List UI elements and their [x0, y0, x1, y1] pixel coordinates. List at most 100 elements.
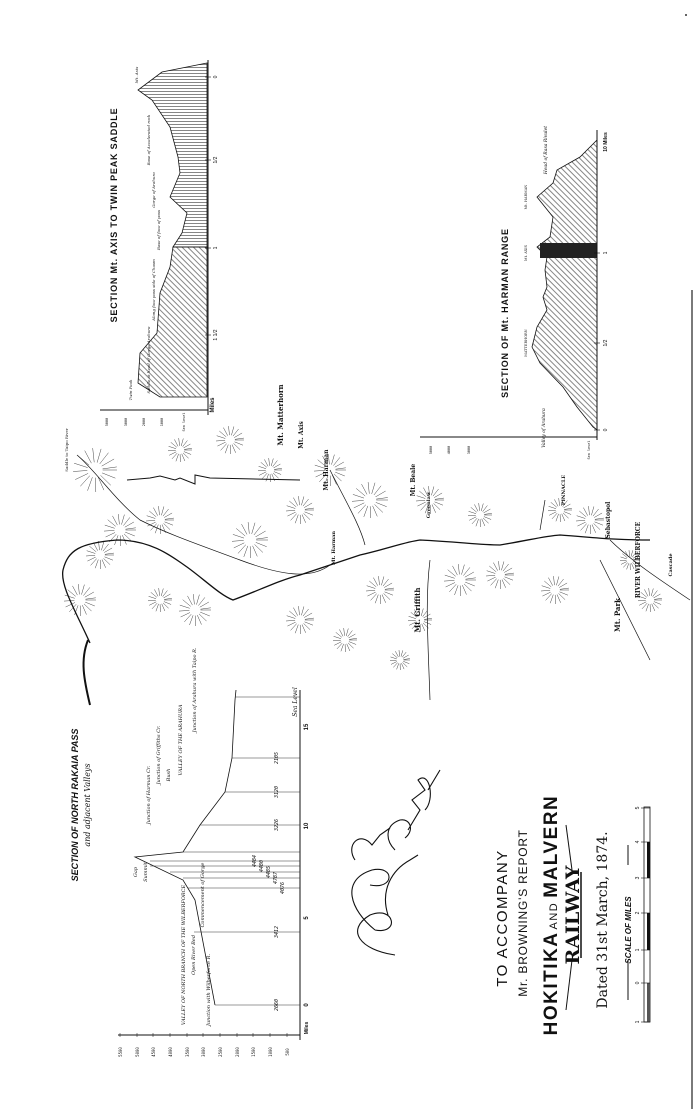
- railway-name-malvern: MALVERN: [541, 795, 562, 898]
- scale-of-miles-label: SCALE OF MILES: [624, 896, 633, 964]
- section-rakaia-title: SECTION OF NORTH RAKAIA PASS: [70, 729, 80, 882]
- hill-hachure: [167, 438, 192, 463]
- hill-hachure: [415, 486, 444, 515]
- height-tick-label: 3000: [201, 1047, 206, 1057]
- hill-hachure: [285, 606, 314, 635]
- height-tick-label: 3000: [467, 446, 471, 454]
- elevation-label: 3412: [274, 926, 280, 939]
- railway-name-and: AND: [548, 902, 560, 930]
- scale-tick-label: 0: [635, 981, 641, 984]
- section-harman-title: SECTION OF Mt. HARMAN RANGE: [500, 228, 510, 398]
- signature: [351, 769, 441, 956]
- river-taramakau: [61, 534, 651, 644]
- section-note: Head of Rasa Rivulet: [543, 126, 549, 175]
- height-tick-label: 3500: [185, 1047, 190, 1057]
- height-tick-label: 5000: [429, 446, 433, 454]
- hill-hachure: [73, 448, 117, 493]
- railway-name-hokitika: HOKITIKA: [541, 931, 562, 1035]
- mile-tick-label: 1/2: [603, 339, 609, 346]
- section-note: Saddle at head of Gorge Arahura: [146, 326, 151, 394]
- mile-tick-label: 1: [213, 246, 219, 249]
- title-line-railway: RAILWAY: [562, 865, 584, 964]
- height-tick-label: 2500: [218, 1047, 223, 1057]
- scale-tick-label: 1: [635, 1020, 641, 1023]
- height-tick-label: 500: [285, 1048, 290, 1056]
- map-place-label: Mt. Matterhorn: [276, 384, 285, 445]
- elevation-label: 2105: [274, 752, 280, 764]
- hill-hachure: [365, 576, 394, 605]
- hill-hachure: [178, 594, 211, 627]
- railway-dash-left: [565, 959, 573, 1011]
- section-twin-peak-title: SECTION Mt. AXIS TO TWIN PEAK SADDLE: [109, 108, 119, 323]
- hill-hachure: [389, 650, 410, 671]
- sea-level-label: Sea Level: [292, 687, 299, 717]
- height-tick-label: 1000: [268, 1047, 273, 1057]
- height-tick-label: 5500: [118, 1047, 123, 1057]
- map-place-label: Mt. Beale: [410, 464, 417, 497]
- hill-hachure: [231, 522, 268, 559]
- section-note: Junction of Harman Cr.: [146, 765, 152, 825]
- section-note: Mt. AXIS: [524, 244, 528, 261]
- scale-tick-label: 4: [635, 840, 641, 843]
- scale-bar: 1 0 1 2 3 4 5: [635, 806, 651, 1023]
- section-note: Base of Accelerated rock: [146, 114, 151, 166]
- railway-dash-right: [565, 824, 573, 871]
- section-note: Commencement of Gorge: [200, 863, 206, 928]
- section-note: VALLEY OF THE ARAHURA: [178, 704, 184, 775]
- map-place-label: Mt. Harman: [323, 449, 330, 491]
- map-place-label: Cascade: [668, 554, 674, 577]
- hill-hachure: [313, 454, 346, 487]
- hill-hachure: [547, 498, 572, 523]
- mile-tick-label: 1: [603, 251, 609, 254]
- height-tick-label: 4500: [151, 1047, 156, 1057]
- map-place-label: RIVER WILBERFORCE: [635, 521, 642, 598]
- miles-axis-label: Miles: [304, 1022, 310, 1035]
- speck: [685, 14, 687, 16]
- hill-hachure: [215, 426, 244, 455]
- hill-hachure: [257, 458, 282, 483]
- harman-profile: [531, 139, 598, 431]
- section-note: Gap: [133, 866, 139, 877]
- hill-hachure: [637, 588, 662, 613]
- title-block: TO ACCOMPANY Mr. BROWNING'S REPORT HOKIT…: [494, 795, 651, 1036]
- elevation-label: 4787: [273, 872, 279, 884]
- scale-tick-label: 2: [635, 911, 641, 914]
- section-note: Along face pass side of Chasm: [151, 259, 156, 322]
- mile-tick-label: 1 1/2: [213, 329, 219, 340]
- mile-tick-label: 0: [603, 428, 609, 431]
- scale-tick-label: 5: [635, 806, 641, 809]
- section-north-rakaia: SECTION OF NORTH RAKAIA PASS and adjacen…: [70, 647, 310, 1057]
- mile-tick-label: 1/2: [213, 156, 219, 163]
- mile-tick-label: 0: [213, 75, 219, 78]
- section-note: Bush: [166, 769, 172, 783]
- section-note: Junction of Griffiths Cr.: [156, 725, 162, 785]
- map-place-label: PINNACLE: [561, 475, 567, 506]
- section-note: Valley of Arahura: [541, 408, 547, 448]
- hill-hachure: [147, 588, 172, 613]
- height-tick-label: 4000: [447, 446, 451, 454]
- height-tick-label: 5000: [105, 418, 109, 426]
- map-place-label: Mt. Axis: [298, 421, 305, 449]
- elevation-label: 3120: [274, 786, 280, 799]
- mile-tick-label: 15: [304, 723, 310, 730]
- title-line-railway-name: HOKITIKAAND MALVERN: [541, 795, 562, 1036]
- map-place-label: Sebastopol: [605, 501, 612, 539]
- scale-tick-label: 3: [635, 876, 641, 879]
- height-tick-label: Sea level: [587, 441, 591, 460]
- elevation-label: 4485: [266, 866, 272, 878]
- miles-axis-label: Miles: [210, 397, 216, 413]
- elevation-label: 4484: [252, 855, 258, 867]
- map-place-label: Greenlaw: [426, 491, 432, 518]
- section-note: Open River Bed: [191, 935, 197, 975]
- elevation-label: 3226: [274, 819, 280, 832]
- hill-hachure: [63, 584, 96, 617]
- section-rakaia-subtitle: and adjacent Valleys: [83, 763, 92, 846]
- section-note: Gorge of Arahura: [151, 172, 156, 208]
- rakaia-profile: [133, 689, 237, 1006]
- height-tick-label: 2000: [235, 1047, 240, 1057]
- scale-tick-label: 1: [635, 948, 641, 951]
- elevation-label: 2660: [274, 999, 280, 1011]
- map-place-label: Mt. Harman: [331, 531, 337, 565]
